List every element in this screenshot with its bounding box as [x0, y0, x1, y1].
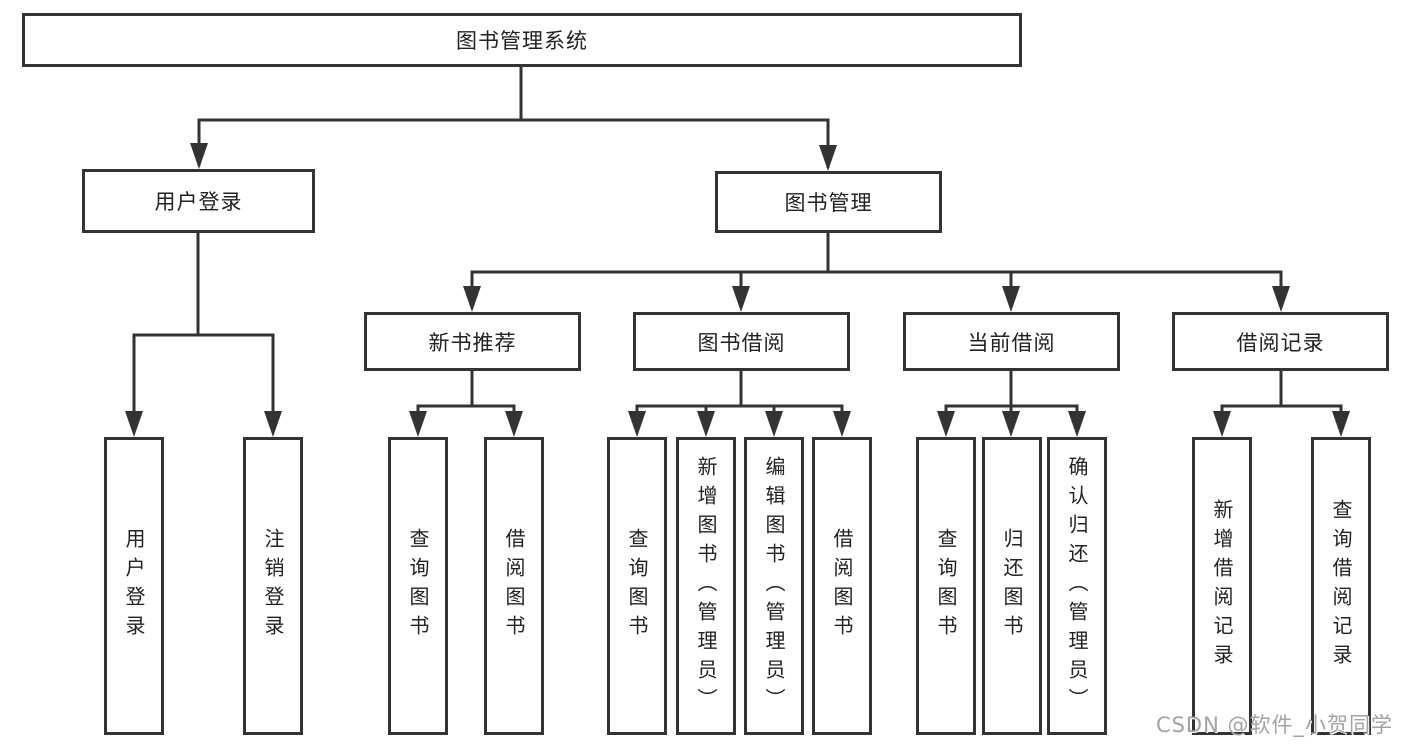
arrowhead — [1068, 411, 1086, 437]
leaf-query-books-borrow-label: 查询图书 — [625, 528, 649, 644]
leaf-edit-books-admin-label: 编辑图书（管理员） — [762, 455, 786, 717]
leaf-borrow-books: 借阅图书 — [812, 437, 872, 735]
leaf-borrow-books-recommend: 借阅图书 — [484, 437, 544, 735]
node-current-borrow-label: 当前借阅 — [967, 330, 1056, 355]
leaf-confirm-return-admin: 确认归还（管理员） — [1047, 437, 1107, 735]
arrowheads — [125, 143, 1350, 437]
leaf-confirm-return-admin-label: 确认归还（管理员） — [1065, 455, 1089, 717]
leaf-user-login-label: 用户登录 — [122, 528, 146, 644]
leaf-add-books-admin: 新增图书（管理员） — [676, 437, 736, 735]
node-user-login-label: 用户登录 — [154, 190, 243, 214]
arrowhead — [819, 145, 837, 171]
leaf-edit-books-admin: 编辑图书（管理员） — [744, 437, 804, 735]
connector-book-management-to-level3 — [470, 233, 1283, 308]
arrowhead — [463, 286, 481, 312]
arrowhead — [409, 411, 427, 437]
node-book-borrow-label: 图书借阅 — [697, 330, 786, 355]
leaf-add-books-admin-label: 新增图书（管理员） — [694, 455, 718, 717]
arrowhead — [1213, 411, 1231, 437]
arrowhead — [264, 411, 282, 437]
arrowhead — [1002, 411, 1020, 437]
leaf-return-books: 归还图书 — [982, 437, 1042, 735]
node-root-label: 图书管理系统 — [456, 29, 588, 53]
leaf-query-borrow-record: 查询借阅记录 — [1311, 437, 1371, 735]
leaf-borrow-books-recommend-label: 借阅图书 — [502, 528, 526, 644]
arrowhead — [697, 411, 715, 437]
leaf-query-books-current: 查询图书 — [916, 437, 976, 735]
connector-root-to-level2 — [197, 67, 830, 168]
leaf-query-books-recommend-label: 查询图书 — [406, 528, 430, 644]
node-new-book-recommend-label: 新书推荐 — [428, 330, 517, 355]
node-current-borrow: 当前借阅 — [903, 312, 1120, 371]
leaf-add-borrow-record-label: 新增借阅记录 — [1210, 499, 1234, 673]
arrowhead — [937, 411, 955, 437]
arrowhead — [765, 411, 783, 437]
arrowhead — [1332, 411, 1350, 437]
node-borrow-records-label: 借阅记录 — [1236, 330, 1325, 355]
node-root-library-system: 图书管理系统 — [22, 13, 1022, 67]
csdn-watermark: CSDN @软件_小贺同学 — [1155, 713, 1393, 737]
node-user-login: 用户登录 — [82, 169, 315, 233]
arrowhead — [1272, 286, 1290, 312]
connector-user-login-to-leaves — [132, 233, 275, 433]
leaf-add-borrow-record: 新增借阅记录 — [1192, 437, 1252, 735]
arrowhead — [1002, 286, 1020, 312]
arrowhead — [125, 411, 143, 437]
node-book-management: 图书管理 — [715, 171, 942, 233]
arrowhead — [505, 411, 523, 437]
arrowhead — [732, 286, 750, 312]
leaf-logout: 注销登录 — [243, 437, 303, 735]
leaf-borrow-books-label: 借阅图书 — [830, 528, 854, 644]
node-borrow-records: 借阅记录 — [1172, 312, 1389, 371]
leaf-query-borrow-record-label: 查询借阅记录 — [1329, 499, 1353, 673]
arrowhead — [833, 411, 851, 437]
arrowhead — [190, 143, 208, 169]
node-book-management-label: 图书管理 — [784, 191, 873, 215]
node-new-book-recommend: 新书推荐 — [364, 312, 581, 371]
leaf-user-login: 用户登录 — [104, 437, 164, 735]
leaf-return-books-label: 归还图书 — [1000, 528, 1024, 644]
leaf-query-books-current-label: 查询图书 — [934, 528, 958, 644]
node-book-borrow: 图书借阅 — [633, 312, 850, 371]
connector-book-borrow-to-leaves — [635, 371, 844, 433]
arrowhead — [628, 411, 646, 437]
connector-new-book-recommend-to-leaves — [416, 371, 516, 433]
connector-borrow-records-to-leaves — [1220, 371, 1343, 433]
leaf-query-books-borrow: 查询图书 — [607, 437, 667, 735]
leaf-query-books-recommend: 查询图书 — [388, 437, 448, 735]
leaf-logout-label: 注销登录 — [261, 528, 285, 644]
